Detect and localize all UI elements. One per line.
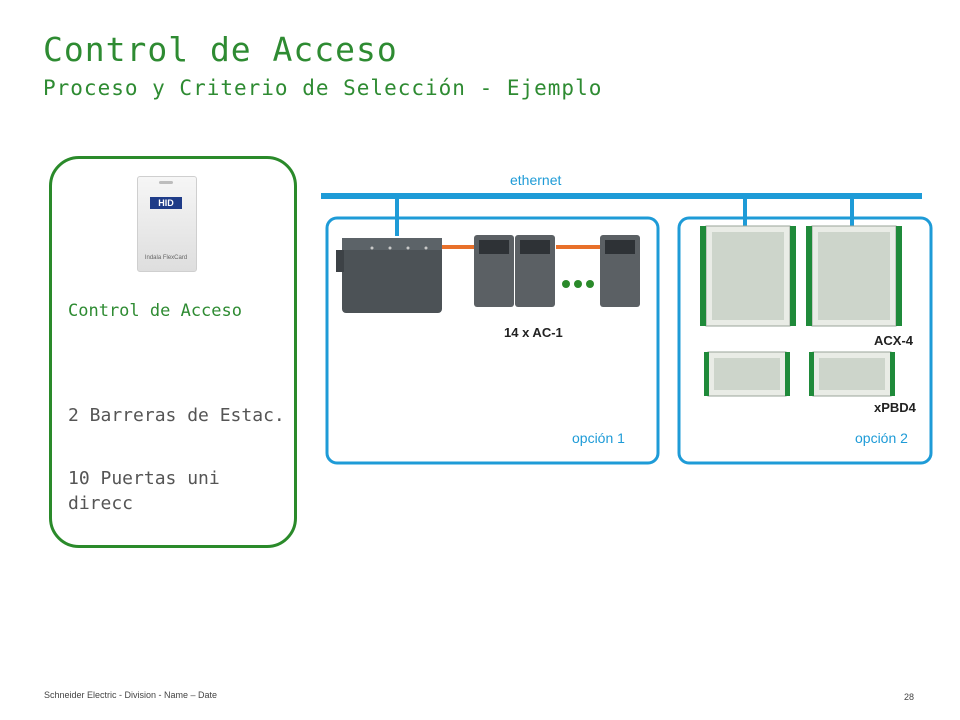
ac1-module [474,235,514,307]
page-number: 28 [904,692,915,702]
footer-text: Schneider Electric - Division - Name – D… [44,690,218,700]
page-subtitle: Proceso y Criterio de Selección - Ejempl… [43,76,603,100]
ellipsis-dot [562,280,570,288]
card-caption: Indala FlexCard [144,255,188,261]
page-title: Control de Acceso [43,30,398,69]
ac1-module [600,235,640,307]
option2-box [677,216,933,465]
acx4-label: ACX-4 [874,333,914,348]
acx4-controller [806,225,902,327]
requirements-panel [49,156,297,548]
ac1-module [515,235,555,307]
acx4-controller [700,225,796,327]
xpbd4-board [704,351,790,397]
hid-logo: HID [150,197,182,209]
option1-label: opción 1 [572,430,625,446]
hid-card-image [137,176,197,272]
ellipsis-dot [586,280,594,288]
panel-heading: Control de Acceso [68,301,242,321]
xpbd4-board [809,351,895,397]
xpbd4-label: xPBD4 [874,400,916,415]
option1-box [325,216,660,465]
option2-label: opción 2 [855,430,908,446]
requirement-doors: 10 Puertas uni direcc [68,468,220,514]
requirement-barriers: 2 Barreras de Estac. [68,405,285,426]
ellipsis-dot [574,280,582,288]
card-slot-icon [159,181,173,184]
ethernet-label: ethernet [510,172,562,188]
ac1-count-label: 14 x AC-1 [504,325,563,340]
main-controller-device [336,238,442,313]
